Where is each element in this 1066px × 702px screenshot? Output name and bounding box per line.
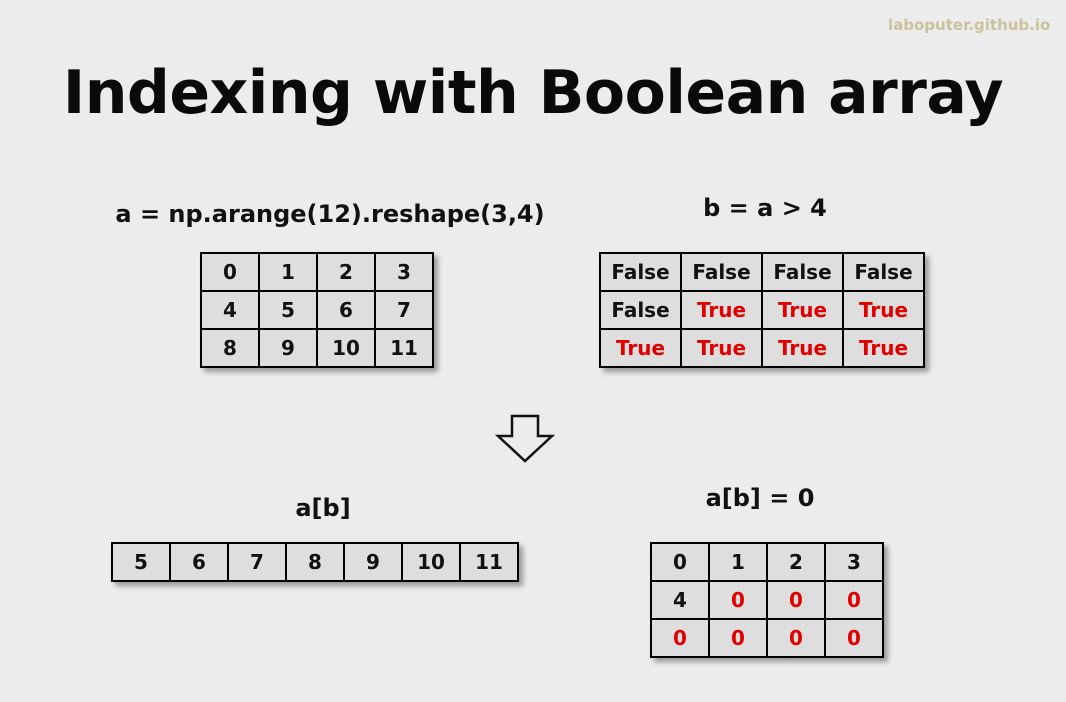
- table-cell: True: [842, 290, 925, 330]
- table-cell: 11: [374, 328, 434, 368]
- table-row: 0 1 2 3: [650, 542, 884, 582]
- table-cell: 9: [258, 328, 318, 368]
- table-cell: 5: [258, 290, 318, 330]
- watermark: laboputer.github.io: [888, 16, 1051, 34]
- table-cell: True: [680, 328, 763, 368]
- panel-a-label: a = np.arange(12).reshape(3,4): [115, 200, 545, 228]
- table-cell: False: [761, 252, 844, 292]
- table-cell: False: [599, 290, 682, 330]
- table-cell: False: [680, 252, 763, 292]
- array-a-table: 0 1 2 3 4 5 6 7 8 9 10 11: [200, 252, 434, 368]
- table-cell: 0: [766, 618, 826, 658]
- table-cell: 1: [258, 252, 318, 292]
- table-cell: 2: [766, 542, 826, 582]
- table-row: 4 0 0 0: [650, 580, 884, 620]
- table-cell: 0: [200, 252, 260, 292]
- panel-ab-label: a[b]: [295, 494, 351, 522]
- array-ab-table: 5 6 7 8 9 10 11: [111, 542, 519, 582]
- table-row: 5 6 7 8 9 10 11: [111, 542, 519, 582]
- table-cell: 7: [227, 542, 287, 582]
- table-cell: 2: [316, 252, 376, 292]
- array-assign-table: 0 1 2 3 4 0 0 0 0 0 0 0: [650, 542, 884, 658]
- table-cell: 3: [824, 542, 884, 582]
- down-arrow-icon: [495, 414, 555, 463]
- table-cell: 0: [824, 580, 884, 620]
- table-cell: 3: [374, 252, 434, 292]
- panel-assign-label: a[b] = 0: [705, 484, 815, 512]
- table-cell: False: [842, 252, 925, 292]
- page-title: Indexing with Boolean array: [62, 58, 1004, 128]
- table-cell: 1: [708, 542, 768, 582]
- table-cell: 4: [200, 290, 260, 330]
- table-cell: 7: [374, 290, 434, 330]
- table-cell: 11: [459, 542, 519, 582]
- table-cell: 10: [401, 542, 461, 582]
- table-cell: 4: [650, 580, 710, 620]
- table-cell: True: [761, 290, 844, 330]
- table-cell: 8: [200, 328, 260, 368]
- table-cell: 0: [766, 580, 826, 620]
- table-cell: 0: [824, 618, 884, 658]
- table-cell: 9: [343, 542, 403, 582]
- table-cell: True: [599, 328, 682, 368]
- table-row: 0 1 2 3: [200, 252, 434, 292]
- table-cell: True: [842, 328, 925, 368]
- table-row: 8 9 10 11: [200, 328, 434, 368]
- table-cell: 8: [285, 542, 345, 582]
- table-row: 0 0 0 0: [650, 618, 884, 658]
- array-b-table: False False False False False True True …: [599, 252, 925, 368]
- table-row: 4 5 6 7: [200, 290, 434, 330]
- table-row: False False False False: [599, 252, 925, 292]
- table-cell: 5: [111, 542, 171, 582]
- table-cell: 0: [650, 542, 710, 582]
- table-cell: 6: [316, 290, 376, 330]
- table-cell: 10: [316, 328, 376, 368]
- panel-b-label: b = a > 4: [703, 194, 827, 222]
- table-cell: 0: [708, 618, 768, 658]
- table-row: True True True True: [599, 328, 925, 368]
- table-cell: False: [599, 252, 682, 292]
- table-row: False True True True: [599, 290, 925, 330]
- table-cell: 0: [708, 580, 768, 620]
- table-cell: 6: [169, 542, 229, 582]
- table-cell: 0: [650, 618, 710, 658]
- table-cell: True: [761, 328, 844, 368]
- table-cell: True: [680, 290, 763, 330]
